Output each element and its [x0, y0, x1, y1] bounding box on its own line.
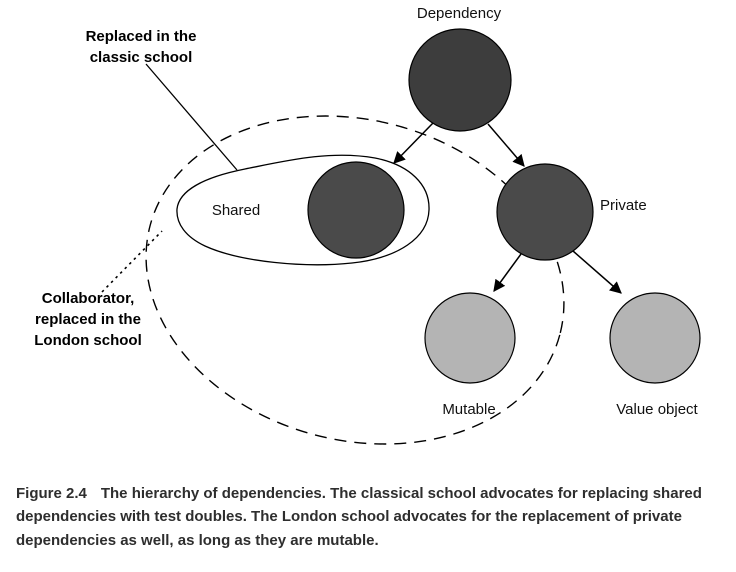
classic-school-annotation-line2: classic school — [89, 49, 193, 66]
figure-caption-label: Figure 2.4 — [16, 485, 87, 502]
mutable-label: Mutable — [442, 401, 496, 418]
diagram-canvas — [101, 28, 701, 445]
london-school-annotation-line3: London school — [34, 332, 142, 349]
private-node — [496, 163, 594, 261]
value-object-node — [609, 292, 701, 384]
classic-annotation-line — [145, 63, 238, 171]
dependency-node — [408, 28, 512, 132]
dependency-label: Dependency — [416, 5, 502, 22]
private-label: Private — [600, 197, 647, 214]
arrow-dependency-to-shared — [393, 122, 434, 164]
london-school-annotation: Collaborator, replaced in the London sch… — [34, 288, 141, 351]
london-school-boundary — [145, 115, 565, 445]
arrow-private-to-value-object — [572, 250, 622, 294]
london-school-annotation-line2: replaced in the — [35, 311, 141, 328]
figure-caption-text: The hierarchy of dependencies. The class… — [16, 485, 702, 549]
shared-node — [307, 161, 405, 259]
mutable-node — [424, 292, 516, 384]
dependency-hierarchy-diagram: Dependency Shared Private Mutable Value … — [34, 5, 701, 445]
london-school-annotation-line1: Collaborator, — [41, 290, 135, 307]
arrow-private-to-mutable — [493, 253, 522, 292]
classic-school-annotation: Replaced in the classic school — [86, 26, 197, 68]
value-object-label: Value object — [616, 401, 698, 418]
classic-school-boundary — [176, 154, 430, 266]
shared-label: Shared — [211, 202, 261, 219]
london-annotation-line — [101, 230, 163, 293]
classic-school-annotation-line1: Replaced in the — [85, 28, 197, 45]
arrow-dependency-to-private — [487, 123, 525, 167]
